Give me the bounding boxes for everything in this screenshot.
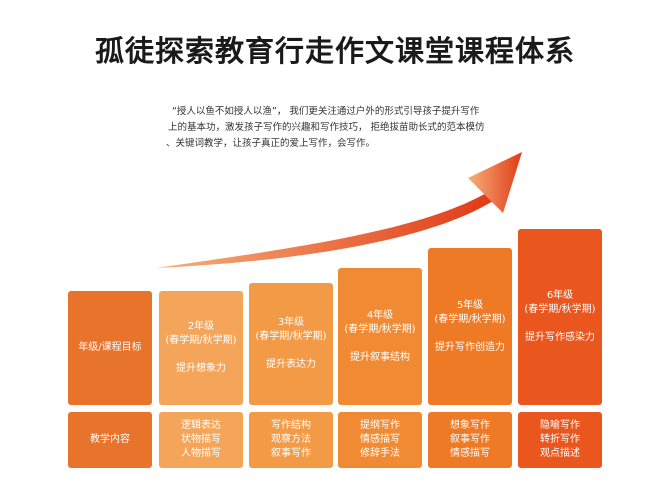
goal-label: 提升想象力 <box>176 363 226 374</box>
content-item: 叙事写作 <box>450 434 490 445</box>
grade-label: 3年级 <box>277 317 305 328</box>
grade-content-box: 写作结构观察方法叙事写作 <box>249 412 333 468</box>
goal-label: 提升写作感染力 <box>525 332 595 343</box>
grade-label: 4年级 <box>366 309 394 321</box>
term-label: (春学期/秋学期) <box>255 331 327 342</box>
grade-label: 2年级 <box>187 321 215 332</box>
grade-label: 6年级 <box>546 290 574 301</box>
goal-label: 提升叙事结构 <box>350 351 410 363</box>
header-goal-label: 年级/课程目标 <box>78 342 142 353</box>
content-item: 状物描写 <box>181 434 221 445</box>
grade-goal-box: 6年级 (春学期/秋学期) 提升写作感染力 <box>518 229 602 405</box>
header-goal-box: 年级/课程目标 <box>68 291 152 405</box>
term-label: (春学期/秋学期) <box>165 335 237 346</box>
content-item: 观察方法 <box>271 434 311 445</box>
term-label: (春学期/秋学期) <box>344 323 416 335</box>
grade-content-box: 隐喻写作转折写作观点描述 <box>518 412 602 468</box>
content-item: 隐喻写作 <box>540 420 580 431</box>
term-label: (春学期/秋学期) <box>434 313 506 325</box>
grade-content-box: 想象写作叙事写作情感描写 <box>428 412 512 468</box>
content-item: 逻辑表达 <box>181 420 221 431</box>
arrow-head <box>468 152 522 213</box>
content-item: 提纲写作 <box>360 420 400 431</box>
goal-label: 提升表达力 <box>266 359 316 370</box>
content-item: 写作结构 <box>271 420 311 431</box>
grade-goal-box: 4年级 (春学期/秋学期) 提升叙事结构 <box>338 268 422 405</box>
grade-content-box: 逻辑表达状物描写人物描写 <box>159 412 243 468</box>
grade-goal-box: 2年级 (春学期/秋学期) 提升想象力 <box>159 291 243 405</box>
goal-label: 提升写作创造力 <box>435 341 505 353</box>
content-item: 想象写作 <box>450 420 490 431</box>
content-item: 观点描述 <box>540 448 580 459</box>
content-item: 修辞手法 <box>360 448 400 459</box>
header-content-label: 教学内容 <box>90 434 130 445</box>
intro-line-3: 、关键词教学，让孩子真正的爱上写作，会写作。 <box>166 138 376 149</box>
grade-goal-box: 3年级 (春学期/秋学期) 提升表达力 <box>249 283 333 405</box>
intro-line-2: 上的基本功，激发孩子写作的兴趣和写作技巧， 拒绝拔苗助长式的范本模仿 <box>168 122 485 133</box>
header-content-box: 教学内容 <box>68 412 152 468</box>
content-item: 转折写作 <box>540 434 580 445</box>
grade-label: 5年级 <box>456 299 484 311</box>
grade-goal-box: 5年级 (春学期/秋学期) 提升写作创造力 <box>428 248 512 405</box>
content-item: 情感描写 <box>450 448 490 459</box>
intro-line-1: “授人以鱼不如授人以渔”， 我们更关注通过户外的形式引导孩子提升写作 <box>172 106 480 117</box>
intro-paragraph: “授人以鱼不如授人以渔”， 我们更关注通过户外的形式引导孩子提升写作 上的基本功… <box>166 104 520 152</box>
term-label: (春学期/秋学期) <box>524 304 596 315</box>
page-title: 孤徒探索教育行走作文课堂课程体系 <box>94 34 575 68</box>
content-item: 人物描写 <box>181 448 221 459</box>
content-item: 情感描写 <box>360 434 400 445</box>
grade-content-box: 提纲写作情感描写修辞手法 <box>338 412 422 468</box>
content-item: 叙事写作 <box>271 448 311 459</box>
